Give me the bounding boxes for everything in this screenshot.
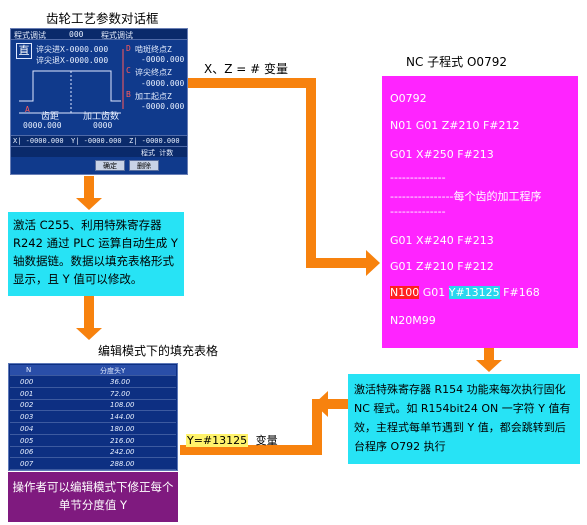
table-cell-y[interactable]: 288.00 [110, 459, 135, 468]
row4-right: -0000.000 [141, 79, 185, 88]
row5-right: 加工起点Z [135, 92, 172, 101]
tooth-profile-diagram [19, 49, 124, 114]
arrow-return-to-table [180, 445, 322, 455]
table-col-n: N [26, 366, 32, 374]
xz-variable-label: X、Z = # 变量 [204, 62, 288, 76]
y-variable-code: Y=#13125 [186, 434, 249, 447]
nc-g01: G01 [419, 286, 449, 299]
table-cell-n: 001 [20, 389, 34, 398]
table-cell-y[interactable]: 180.00 [110, 424, 135, 433]
plc-activation-note: 激活 C255、利用特殊寄存器 R242 通过 PLC 运算自动生成 Y 轴数据… [8, 212, 184, 296]
arrow-nc-down-head [476, 360, 502, 372]
coord-x: X| -0000.000 [13, 137, 64, 145]
table-title: 编辑模式下的填充表格 [98, 344, 219, 358]
table-cell-n: 000 [20, 378, 34, 386]
nc-dashes-comment: ----------------每个齿的加工程序 [390, 190, 542, 203]
table-cell-n: 006 [20, 448, 34, 457]
table-cell-y[interactable]: 216.00 [110, 436, 135, 445]
operator-edit-note: 操作者可以编辑模式下修正每个单节分度值 Y [8, 472, 178, 522]
row1-right: 啮斑终点Z [135, 45, 172, 54]
pitch-value: 0000.000 [23, 121, 62, 130]
nc-line-m99: N20M99 [390, 314, 436, 327]
table-row[interactable]: 001 72.00 [10, 389, 176, 400]
arrow-cyan-down-shaft [84, 296, 94, 330]
row3-right: 谇尖终点Z [135, 68, 172, 77]
nc-dashes-3: -------------- [390, 205, 446, 218]
table-cell-n: 005 [20, 436, 34, 445]
row6-right: -0000.000 [141, 102, 185, 111]
arrow-xz-horizontal [188, 78, 316, 88]
nc-line-program: O0792 [390, 92, 427, 105]
nc-line-x240: G01 X#240 F#213 [390, 234, 494, 247]
delete-button[interactable]: 删除 [129, 160, 159, 171]
arrow-dialog-down-shaft [84, 176, 94, 200]
nc-line-n01: N01 G01 Z#210 F#212 [390, 119, 520, 132]
y-variable-label: Y=#13125 变量 [186, 432, 278, 448]
table-row[interactable]: 006 242.00 [10, 447, 176, 459]
table-row[interactable]: 005 216.00 [10, 436, 176, 447]
arrow-return-horizontal [326, 399, 348, 409]
status-bar: 程式 计数 [11, 146, 187, 157]
table-row[interactable]: 007 288.00 [10, 459, 176, 470]
arrow-xz-vertical [306, 78, 316, 268]
table-cell-n: 007 [20, 459, 34, 468]
arrow-xz-to-nc-head [366, 250, 380, 276]
marker-b: B [126, 90, 131, 99]
nc-y-variable: Y#13125 [448, 286, 500, 299]
row2-left: 谇尖退X-0000.000 [36, 56, 109, 65]
nc-line-z210: G01 Z#210 F#212 [390, 260, 494, 273]
table-cell-y[interactable]: 144.00 [110, 413, 135, 422]
marker-d: D [126, 44, 131, 53]
table-cell-y[interactable]: 72.00 [110, 389, 131, 398]
table-cell-n: 004 [20, 424, 34, 433]
dialog-header-right: 程式调试 [101, 31, 133, 40]
confirm-button[interactable]: 确定 [95, 160, 125, 171]
coord-bar: X| -0000.000 Y| -0000.000 Z| -0000.000 [11, 135, 187, 146]
dialog-header-bar: 程式调试 000 程式调试 [11, 29, 187, 40]
table-row[interactable]: 003 144.00 [10, 412, 176, 424]
gear-parameter-dialog: 程式调试 000 程式调试 直 谇尖进X-0000.000 谇尖退X-0000.… [10, 28, 188, 175]
table-cell-n: 002 [20, 401, 34, 410]
tooth-count-label: 加工齿数 [83, 112, 120, 122]
arrow-cyan-down-head [76, 328, 102, 340]
nc-title: NC 子程式 O0792 [406, 55, 507, 69]
r154-activation-note: 激活特殊寄存器 R154 功能来每次执行固化 NC 程式。如 R154bit24… [348, 374, 580, 464]
table-col-y: 分度头Y [100, 367, 126, 375]
row2-right: -0000.000 [141, 55, 185, 64]
table-row[interactable]: 000 36.00 [10, 377, 176, 388]
dialog-header-mid: 000 [69, 30, 84, 39]
mode-icon: 直 [16, 43, 32, 59]
coord-z: Z| -0000.000 [129, 137, 180, 145]
y-variable-suffix: 变量 [255, 434, 278, 447]
nc-line-x250: G01 X#250 F#213 [390, 148, 494, 161]
nc-feed: F#168 [499, 286, 540, 299]
table-header-row: N 分度头Y [10, 365, 176, 376]
pitch-label: 齿距 [41, 112, 60, 122]
marker-a: A [25, 105, 30, 114]
table-row[interactable]: 002 108.00 [10, 400, 176, 412]
nc-n100-label: N100 [390, 286, 420, 299]
table-cell-y[interactable]: 242.00 [110, 448, 135, 457]
nc-dashes-1: -------------- [390, 171, 446, 184]
fill-table: N 分度头Y 000 36.00 001 72.00 002 108.00 003 144.0… [8, 363, 178, 471]
coord-y: Y| -0000.000 [71, 137, 122, 145]
tooth-count-value: 0000 [93, 121, 113, 130]
table-cell-n: 003 [20, 413, 34, 422]
status-text: 程式 计数 [141, 149, 174, 157]
dialog-title: 齿轮工艺参数对话框 [46, 11, 159, 26]
table-cell-y[interactable]: 108.00 [110, 401, 135, 410]
nc-subprogram-box: O0792 N01 G01 Z#210 F#212 G01 X#250 F#21… [382, 76, 578, 348]
arrow-xz-to-nc-shaft [306, 258, 368, 268]
table-cell-y[interactable]: 36.00 [110, 378, 131, 386]
dialog-header-left: 程式调试 [14, 31, 46, 40]
arrow-dialog-down-head [76, 198, 102, 210]
nc-line-n100: N100 G01 Y#13125 F#168 [390, 286, 540, 299]
table-row[interactable]: 004 180.00 [10, 424, 176, 435]
arrow-nc-down-shaft [484, 348, 494, 362]
arrow-return-vertical [312, 399, 322, 455]
row1-left: 谇尖进X-0000.000 [36, 45, 109, 54]
marker-c: C [126, 66, 131, 75]
